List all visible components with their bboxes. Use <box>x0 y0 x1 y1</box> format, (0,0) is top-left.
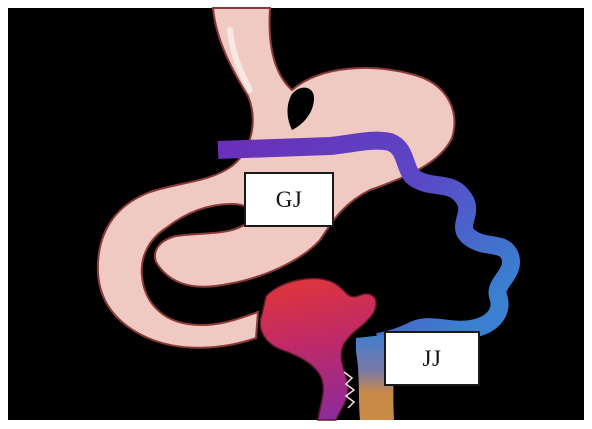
gj-label-text: GJ <box>276 187 303 213</box>
jj-label: JJ <box>384 331 480 386</box>
gj-label: GJ <box>244 172 334 227</box>
jj-label-text: JJ <box>423 346 442 372</box>
